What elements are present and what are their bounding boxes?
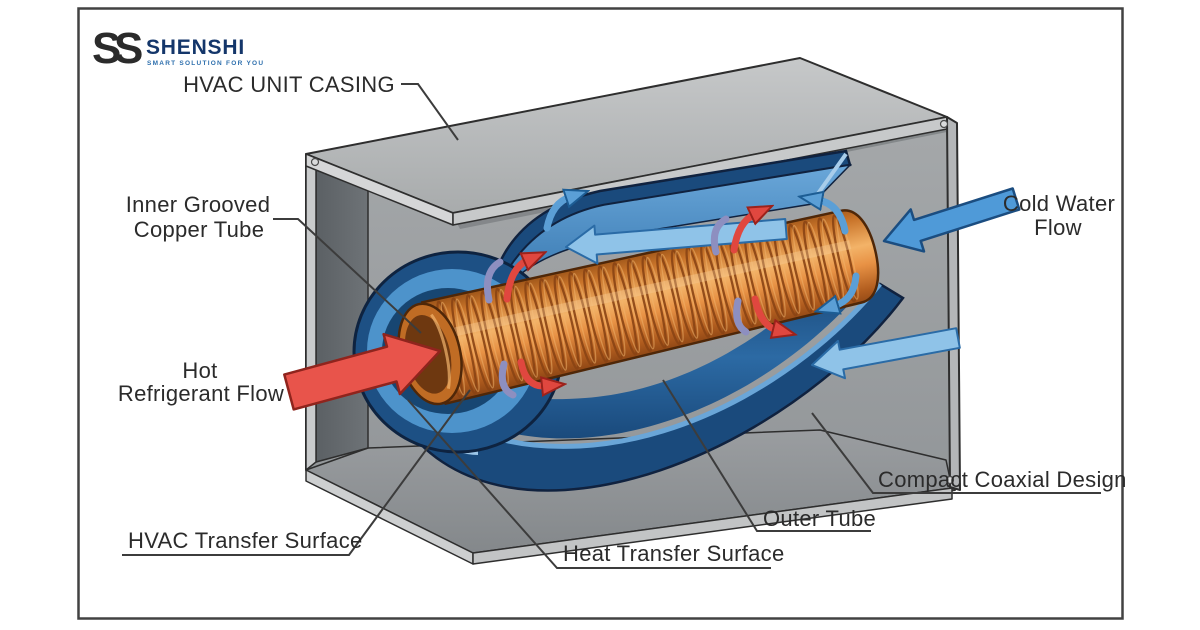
copper-highlight (441, 240, 852, 340)
groove-ring-highlight (513, 285, 539, 378)
brand-tagline: SMART SOLUTION FOR YOU (147, 60, 264, 67)
groove-ring-highlight (645, 256, 670, 346)
leader-casing (401, 83, 459, 141)
cold-curl-arrow (733, 297, 750, 336)
hot-refrigerant-arrow (283, 332, 442, 411)
groove-ring (465, 294, 493, 392)
logo-s2-icon: S (114, 24, 143, 73)
label-hvac-surface: HVAC Transfer Surface (128, 528, 363, 553)
groove-ring (538, 278, 565, 374)
leader-heat-surface (407, 399, 771, 569)
groove-ring (524, 281, 551, 378)
label-cold-water-2: Flow (1034, 215, 1082, 240)
label-compact: Compact Coaxial Design (878, 467, 1127, 492)
groove-ring-highlight (499, 288, 524, 382)
heat-transfer-arrows (483, 197, 860, 399)
casing-left-edge (305, 153, 317, 471)
groove-ring (568, 271, 595, 367)
heat-curl-arrow (517, 358, 546, 386)
cold-curl-arrow (498, 360, 517, 399)
leader-hvac-surface (122, 389, 471, 556)
groove-ring-highlight (543, 279, 568, 371)
groove-ring (656, 252, 682, 346)
label-hot-2: Refrigerant Flow (118, 381, 284, 406)
groove-ring (831, 214, 857, 303)
groove-ring-highlight (469, 295, 495, 389)
label-heat-surface: Heat Transfer Surface (563, 541, 785, 566)
groove-ring-highlight (572, 272, 597, 364)
mouth-inner-groove (430, 313, 451, 389)
heat-curl-arrow (503, 260, 528, 303)
callout-labels: HVAC UNIT CASING Inner Grooved Copper Tu… (118, 72, 1127, 566)
screw-icon (939, 119, 949, 129)
label-inner-grooved-1: Inner Grooved (126, 192, 271, 217)
water-curl-arrow (834, 272, 860, 306)
cold-curl-arrow (710, 215, 730, 256)
floor-edge-front (472, 487, 953, 565)
groove-ring-highlight (689, 247, 713, 336)
groove-ring-highlight (557, 276, 582, 368)
groove-ring-highlight (601, 266, 626, 357)
water-curl-arrow (818, 200, 849, 235)
water-flow-arrow-lower (811, 327, 961, 380)
casing-left-wall (315, 161, 369, 463)
groove-ring-highlight (528, 282, 553, 375)
label-inner-grooved-2: Copper Tube (134, 217, 265, 242)
water-flow-arrow-upper (565, 218, 788, 265)
leader-inner-grooved (273, 218, 422, 334)
groove-ring-highlight (675, 250, 699, 339)
heat-curl-arrow (751, 295, 777, 330)
screw-icon (310, 157, 320, 167)
groove-ring (612, 262, 638, 356)
groove-ring (626, 258, 653, 353)
label-hot-1: Hot (182, 358, 217, 383)
groove-ring-highlight (631, 260, 655, 350)
callout-leader-lines (122, 83, 1101, 569)
cold-water-arrow (882, 187, 1021, 253)
groove-ring (553, 274, 580, 370)
screw-icon (945, 475, 955, 485)
groove-ring (494, 287, 522, 385)
brand-name: SHENSHI (146, 36, 245, 59)
groove-ring-highlight (455, 298, 480, 393)
label-casing: HVAC UNIT CASING (183, 72, 395, 97)
cold-curl-arrow (483, 258, 504, 304)
logo-s-icon: S (92, 24, 121, 73)
groove-ring (582, 268, 609, 363)
water-flow-arrows (565, 218, 961, 380)
label-outer-tube: Outer Tube (763, 506, 876, 531)
groove-ring (670, 249, 697, 342)
inlet-arrows (283, 187, 1021, 411)
heat-curl-arrow (730, 214, 755, 254)
groove-ring-highlight (587, 269, 611, 361)
leader-outer-tube (662, 379, 871, 532)
label-cold-water-1: Cold Water (1003, 191, 1115, 216)
trough-inner-surface (404, 258, 872, 439)
water-curl-arrow (543, 197, 570, 232)
leader-compact (811, 412, 1101, 494)
brand-logo: S S SHENSHI SMART SOLUTION FOR YOU (92, 24, 264, 73)
casing-right-wall (946, 116, 961, 491)
groove-ring (641, 255, 667, 349)
